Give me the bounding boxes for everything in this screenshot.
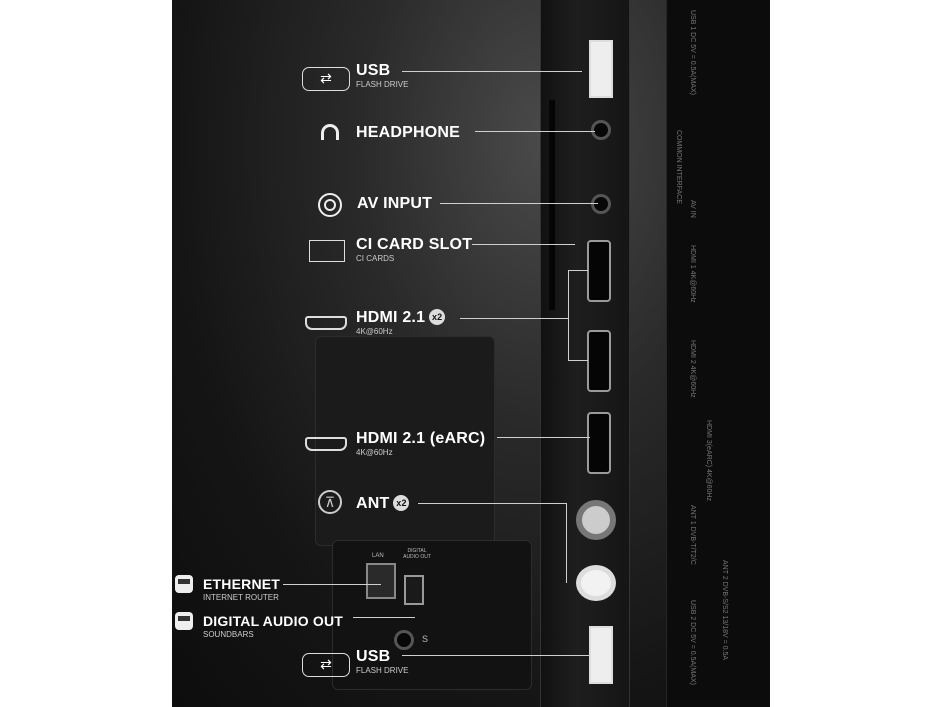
- ci-card-icon: [309, 240, 345, 262]
- label-headphone: HEADPHONE: [356, 124, 461, 141]
- usb-bottom-icon: ⇄: [302, 653, 350, 677]
- leader-usb-bottom: [402, 655, 590, 656]
- hdmi-sub: 4K@60Hz: [356, 327, 393, 336]
- leader-ci: [472, 244, 575, 245]
- leader-hdmi-2: [568, 360, 588, 361]
- ethernet-icon: [175, 575, 193, 593]
- print-usb2: USB 2 DC 5V = 0.5A(MAX): [689, 600, 696, 686]
- hdmi-earc-title: HDMI 2.1 (eARC): [356, 430, 486, 447]
- usb-bottom-sub: FLASH DRIVE: [356, 666, 409, 675]
- print-ant2: ANT 2 DVB-S/S2 13/18V = 0.5A: [721, 560, 728, 661]
- av-input-icon: [318, 193, 342, 217]
- leader-ethernet: [283, 584, 381, 585]
- ant-port-1: [576, 500, 616, 540]
- leader-digital-audio: [353, 617, 415, 618]
- ant-count-badge: x2: [393, 495, 410, 511]
- hdmi-count-badge: x2: [429, 309, 446, 325]
- ci-slot: [549, 100, 555, 310]
- lower-port-recess: [332, 540, 532, 690]
- usb-bottom-title: USB: [356, 648, 391, 665]
- lan-print: LAN: [372, 553, 384, 559]
- service-jack: [394, 630, 414, 650]
- port-legend-panel: USB 1 DC 5V = 0.5A(MAX) COMMON INTERFACE…: [666, 0, 770, 707]
- headphone-icon: [321, 124, 339, 140]
- lan-port: [366, 563, 396, 599]
- leader-hdmi-1: [568, 270, 588, 271]
- usb-title: USB: [356, 62, 391, 79]
- hdmi-earc-icon: [305, 437, 347, 451]
- digital-audio-icon: [175, 612, 193, 630]
- ethernet-title: ETHERNET: [203, 576, 281, 592]
- hdmi-title: HDMI 2.1: [356, 309, 426, 326]
- digital-audio-sub: SOUNDBARS: [203, 630, 254, 639]
- print-av-in: AV IN: [689, 200, 696, 218]
- leader-usb-top: [402, 71, 582, 72]
- optical-port: [404, 575, 424, 605]
- usb-port-1: [589, 40, 613, 98]
- headphone-jack: [591, 120, 611, 140]
- port-strip: [540, 0, 630, 707]
- print-usb1: USB 1 DC 5V = 0.5A(MAX): [689, 10, 696, 96]
- ci-title: CI CARD SLOT: [356, 236, 473, 253]
- usb-sub: FLASH DRIVE: [356, 80, 409, 89]
- label-av-input: AV INPUT: [357, 195, 433, 212]
- print-common-interface: COMMON INTERFACE: [675, 130, 682, 204]
- usb-icon: ⇄: [302, 67, 350, 91]
- leader-hdmi-earc: [497, 437, 590, 438]
- usb-port-2: [589, 626, 613, 684]
- leader-ant-branch: [566, 503, 567, 583]
- tv-rear-photo: LAN DIGITAL AUDIO OUT S USB 1 DC 5V = 0.…: [172, 0, 770, 707]
- leader-headphone: [475, 131, 595, 132]
- ant-port-2: [576, 565, 616, 601]
- ci-sub: CI CARDS: [356, 254, 395, 263]
- hdmi-port-3: [587, 412, 611, 474]
- leader-av: [440, 203, 598, 204]
- service-print: S: [422, 634, 429, 644]
- hdmi-earc-sub: 4K@60Hz: [356, 448, 393, 457]
- hdmi-icon: [305, 316, 347, 330]
- print-ant1: ANT 1 DVB-T/T2/C: [689, 505, 696, 565]
- antenna-icon: ⊼: [318, 490, 342, 514]
- print-hdmi3: HDMI 3(eARC) 4K@60Hz: [705, 420, 712, 502]
- print-hdmi1: HDMI 1 4K@60Hz: [689, 245, 696, 303]
- ethernet-sub: INTERNET ROUTER: [203, 593, 279, 602]
- digital-audio-title: DIGITAL AUDIO OUT: [203, 613, 344, 629]
- digital-audio-print: DIGITAL AUDIO OUT: [403, 548, 431, 560]
- leader-ant: [418, 503, 566, 504]
- label-hdmi-earc: HDMI 2.1 (eARC)4K@60Hz: [356, 430, 485, 458]
- av-jack: [591, 194, 611, 214]
- leader-hdmi-branch: [568, 270, 569, 360]
- hdmi-port-1: [587, 240, 611, 302]
- print-hdmi2: HDMI 2 4K@60Hz: [689, 340, 696, 398]
- leader-hdmi: [460, 318, 568, 319]
- hdmi-port-2: [587, 330, 611, 392]
- ant-title: ANT: [356, 495, 390, 512]
